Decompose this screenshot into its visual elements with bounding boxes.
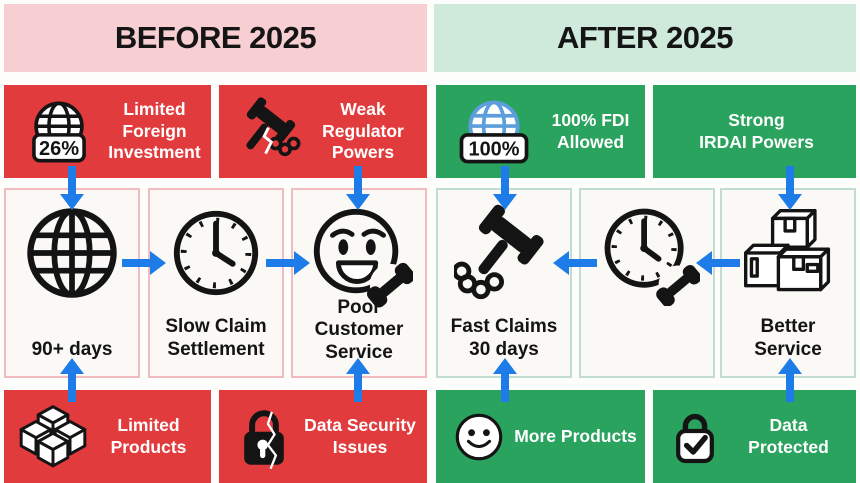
smiley-phone-icon <box>305 190 413 308</box>
card-limited-foreign-investment: 26% Limited Foreign Investment <box>4 85 211 178</box>
card-100-fdi-allowed: 100% 100% FDI Allowed <box>436 85 645 178</box>
clock-phone-icon <box>594 190 700 306</box>
card-weak-regulator-powers: Weak Regulator Powers <box>219 85 427 178</box>
card-label: More Products <box>514 425 637 446</box>
card-label: 100% FDI Allowed <box>551 110 630 152</box>
after-title: AFTER 2025 <box>557 20 733 55</box>
arrow-down-icon <box>59 166 85 210</box>
card-data-protected: Data Protected <box>653 390 856 483</box>
globe-icon <box>20 190 124 305</box>
card-label: Strong IRDAI Powers <box>699 110 814 152</box>
globe-26-badge-icon: 26% <box>16 99 102 165</box>
arrow-down-icon <box>345 166 371 210</box>
arrow-up-icon <box>492 358 518 402</box>
globe-100-badge-icon: 100% <box>448 98 540 166</box>
gavel-chain-icon <box>454 190 554 305</box>
card-data-security-issues: Data Security Issues <box>219 390 427 483</box>
svg-text:26%: 26% <box>39 137 79 159</box>
arrow-left-icon <box>553 250 597 276</box>
card-label: Data Security Issues <box>304 415 416 457</box>
panel-label: Poor Customer Service <box>314 296 404 363</box>
arrow-up-icon <box>777 358 803 402</box>
lock-check-icon <box>665 405 725 469</box>
panel-slow-claim-settlement: Slow Claim Settlement <box>148 188 284 378</box>
before-title: BEFORE 2025 <box>114 20 317 55</box>
card-strong-irdai-powers: Strong IRDAI Powers <box>653 85 856 178</box>
panel-label: 90+ days <box>31 338 113 360</box>
arrow-up-icon <box>345 358 371 402</box>
panel-label: Fast Claims 30 days <box>450 316 558 360</box>
panel-claim-time <box>579 188 715 378</box>
arrow-down-icon <box>777 166 803 210</box>
panel-poor-customer-service: Poor Customer Service <box>291 188 427 378</box>
before-2025-header: BEFORE 2025 <box>4 4 427 72</box>
svg-text:100%: 100% <box>469 138 520 160</box>
card-label: Limited Products <box>110 415 187 457</box>
card-limited-products: Limited Products <box>4 390 211 483</box>
clock-icon <box>167 190 265 305</box>
panel-90-days: 90+ days <box>4 188 140 378</box>
arrow-right-icon <box>122 250 166 276</box>
panel-better-service: Better Service <box>720 188 856 378</box>
card-more-products: More Products <box>436 390 645 483</box>
arrow-left-icon <box>696 250 740 276</box>
cubes-icon <box>16 402 90 472</box>
boxes-icon <box>738 190 838 305</box>
smiley-icon <box>448 406 510 468</box>
card-label: Limited Foreign Investment <box>108 99 201 163</box>
cracked-lock-icon <box>231 402 297 472</box>
card-label: Data Protected <box>748 415 829 457</box>
panel-fast-claims: Fast Claims 30 days <box>436 188 572 378</box>
arrow-down-icon <box>492 166 518 210</box>
after-2025-header: AFTER 2025 <box>434 4 856 72</box>
arrow-up-icon <box>59 358 85 402</box>
gavel-broken-chain-icon <box>231 96 303 168</box>
arrow-right-icon <box>266 250 310 276</box>
card-label: Weak Regulator Powers <box>322 99 404 163</box>
panel-label: Slow Claim Settlement <box>165 316 267 360</box>
panel-label: Better Service <box>754 316 822 360</box>
